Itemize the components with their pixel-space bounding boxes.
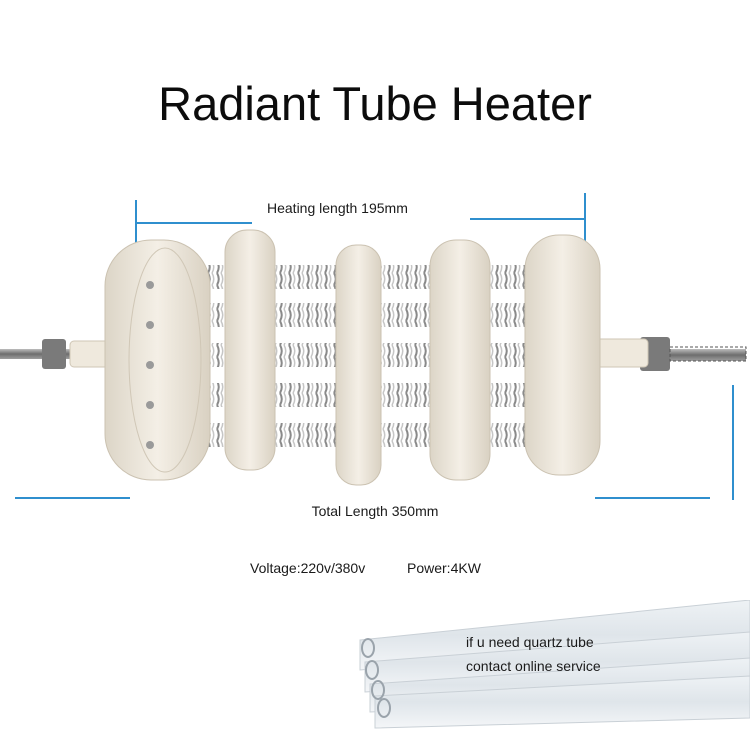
heating-dim-left-horizontal <box>137 222 252 224</box>
contact-service-note: contact online service <box>466 658 601 674</box>
total-dim-left-horizontal <box>15 497 130 499</box>
voltage-label: Voltage:220v/380v <box>250 560 366 576</box>
heating-dim-right-vertical <box>584 193 586 243</box>
radiant-tube-heater-image <box>0 229 747 486</box>
quartz-tube-note: if u need quartz tube <box>466 634 594 650</box>
ceramic-discs <box>104 229 601 486</box>
left-terminal-nut <box>42 339 66 369</box>
tube-ends <box>361 638 391 718</box>
total-length-label: Total Length 350mm <box>311 503 439 519</box>
page-title: Radiant Tube Heater <box>158 77 592 130</box>
disc-bolts <box>146 281 154 449</box>
total-dim-right-vertical <box>732 385 734 500</box>
quartz-tube-image <box>359 600 750 729</box>
power-label: Power:4KW <box>407 560 481 576</box>
heating-length-label: Heating length 195mm <box>267 200 408 216</box>
total-dim-right-horizontal <box>595 497 710 499</box>
heating-dim-left-vertical <box>135 200 137 245</box>
heating-dim-right-horizontal <box>470 218 585 220</box>
